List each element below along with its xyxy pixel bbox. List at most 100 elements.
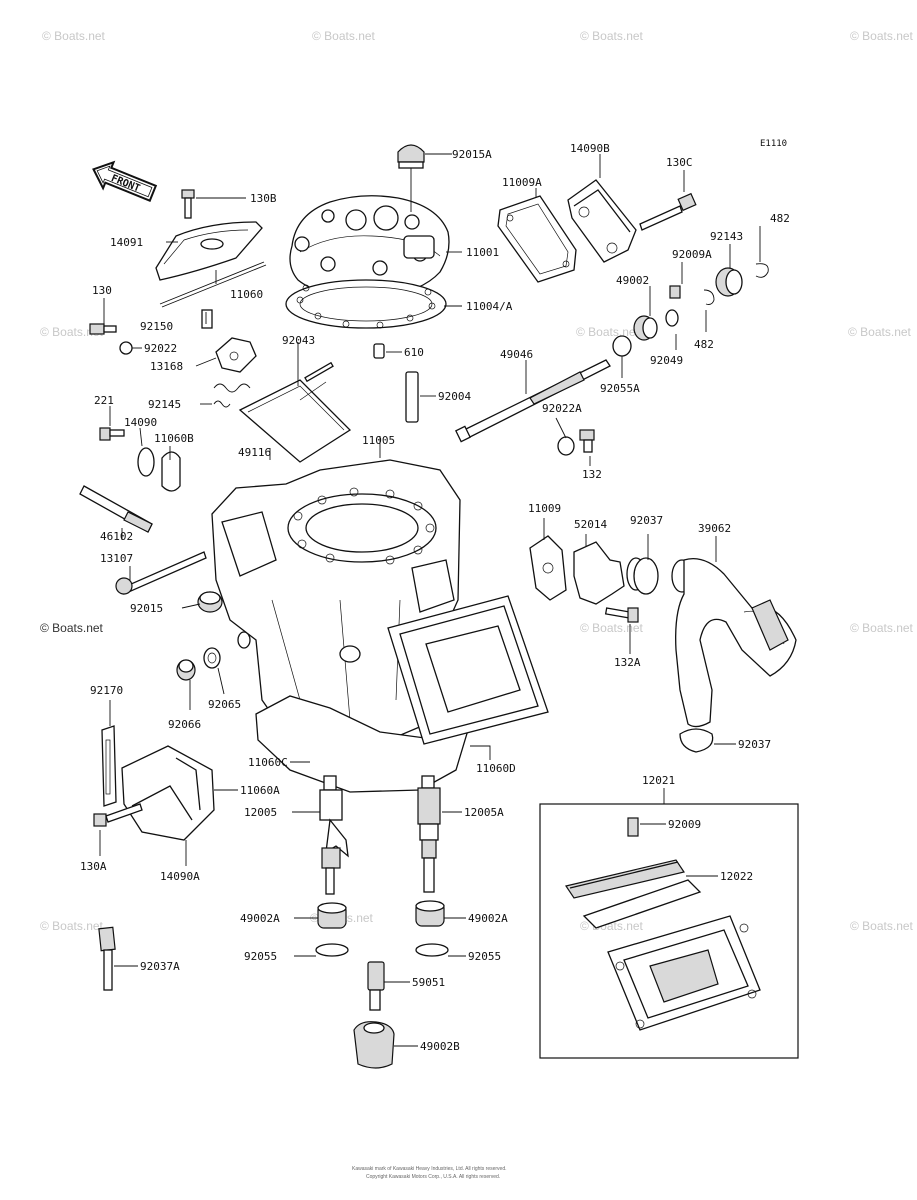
valve-guide-icon xyxy=(319,775,349,895)
gear-icon xyxy=(353,961,395,1069)
collar-icon xyxy=(633,285,681,341)
washer-icon xyxy=(176,631,251,681)
part-label: 92145 xyxy=(148,398,181,411)
part-label: 130A xyxy=(80,860,107,873)
watermark: © Boats.net xyxy=(40,919,104,933)
part-label: 49002B xyxy=(420,1040,460,1053)
part-label: 92015A xyxy=(452,148,492,161)
bolt-icon xyxy=(89,323,117,335)
copyright-line: Kawasaki mark of Kawasaki Heavy Industri… xyxy=(352,1166,507,1172)
valve-cover-icon xyxy=(567,179,637,263)
watermark: © Boats.net xyxy=(850,29,914,43)
part-label: 92150 xyxy=(140,320,173,333)
part-label: 11004/A xyxy=(466,300,513,313)
part-label: 92037A xyxy=(140,960,180,973)
part-label: 92043 xyxy=(282,334,315,347)
part-label: 482 xyxy=(770,212,790,225)
watermark: © Boats.net xyxy=(848,325,912,339)
part-label: 12021 xyxy=(642,774,675,787)
part-label: 130B xyxy=(250,192,277,205)
part-label: 92009 xyxy=(668,818,701,831)
watermark: © Boats.net xyxy=(312,29,376,43)
diagram-code: E1110 xyxy=(760,139,787,149)
head-gasket-icon xyxy=(285,279,447,329)
watermark: © Boats.net xyxy=(850,919,914,933)
part-label: 11005 xyxy=(362,434,395,447)
bushing-icon xyxy=(317,900,445,929)
part-label: 132A xyxy=(614,656,641,669)
bolt-icon xyxy=(557,429,595,456)
part-label: 92037 xyxy=(630,514,663,527)
part-label: 610 xyxy=(404,346,424,359)
shaft-icon xyxy=(79,485,207,595)
cap-nut-icon xyxy=(197,591,223,613)
part-label: 92004 xyxy=(438,390,471,403)
front-arrow-icon: FRONT xyxy=(92,160,158,202)
watermark: © Boats.net xyxy=(580,29,644,43)
part-label: 12022 xyxy=(720,870,753,883)
part-label: 92055 xyxy=(244,950,277,963)
plate-icon xyxy=(101,725,117,807)
part-label: 12005A xyxy=(464,806,504,819)
cover-icon xyxy=(155,221,267,308)
part-label: 49046 xyxy=(500,348,533,361)
part-label: 92170 xyxy=(90,684,123,697)
leader-lines xyxy=(99,153,761,1047)
part-label: 92055A xyxy=(600,382,640,395)
part-label: 11009A xyxy=(502,176,542,189)
stud-icon xyxy=(405,371,419,423)
part-label: 14090B xyxy=(570,142,610,155)
part-label: 11060 xyxy=(230,288,263,301)
bolt-icon xyxy=(93,803,143,827)
part-label: 130 xyxy=(92,284,112,297)
part-label: 92066 xyxy=(168,718,201,731)
part-label: 13107 xyxy=(100,552,133,565)
cap-nut-icon xyxy=(397,144,425,169)
valve-guide-icon xyxy=(417,775,441,893)
part-label: 92049 xyxy=(650,354,683,367)
part-label: 14090 xyxy=(124,416,157,429)
part-label: 92055 xyxy=(468,950,501,963)
part-label: 11060D xyxy=(476,762,516,775)
part-label: 92022A xyxy=(542,402,582,415)
part-label: 49002 xyxy=(616,274,649,287)
fitting-icon xyxy=(529,535,646,623)
rod-icon xyxy=(455,359,611,443)
hose-icon xyxy=(675,557,797,728)
part-label: 11001 xyxy=(466,246,499,259)
part-label: 13168 xyxy=(150,360,183,373)
base-gasket-icon xyxy=(255,695,469,793)
exhaust-cover-icon xyxy=(121,745,215,841)
gasket-icon xyxy=(497,195,577,283)
cylinder-icon xyxy=(211,459,461,749)
part-label: 92065 xyxy=(208,698,241,711)
watermark: © Boats.net xyxy=(40,621,104,635)
part-label: 52014 xyxy=(574,518,607,531)
copyright-line: Copyright Kawasaki Motors Corp., U.S.A. … xyxy=(366,1174,500,1180)
reed-valve-assembly-box xyxy=(539,803,799,1059)
part-label: 92143 xyxy=(710,230,743,243)
part-label: 92015 xyxy=(130,602,163,615)
part-label: 92022 xyxy=(144,342,177,355)
part-label: 92037 xyxy=(738,738,771,751)
part-label: 130C xyxy=(666,156,693,169)
part-label: 11060A xyxy=(240,784,280,797)
lever-icon xyxy=(201,309,257,408)
part-label: 59051 xyxy=(412,976,445,989)
pin-icon xyxy=(98,926,116,991)
part-label: 14090A xyxy=(160,870,200,883)
watermark: © Boats.net xyxy=(576,325,640,339)
watermark: © Boats.net xyxy=(40,325,104,339)
bolt-icon xyxy=(181,189,195,219)
part-label: 92009A xyxy=(672,248,712,261)
cylinder-head-icon xyxy=(289,195,450,299)
part-label: 132 xyxy=(582,468,602,481)
o-ring-icon xyxy=(612,335,632,357)
screw-icon xyxy=(99,427,181,492)
dowel-pin-icon xyxy=(373,343,385,359)
cap-icon xyxy=(703,263,769,305)
part-label: 11060B xyxy=(154,432,194,445)
reed-gasket-icon xyxy=(387,595,549,745)
